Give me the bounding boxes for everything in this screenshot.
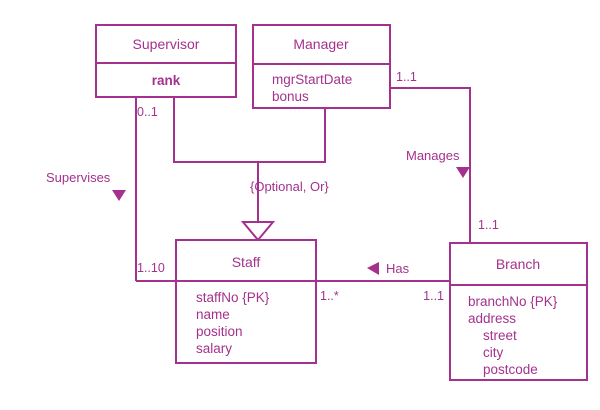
manages-target-multiplicity: 1..1 <box>478 218 499 232</box>
staff-attribute-name: name <box>196 307 230 322</box>
association-supervises[interactable]: Supervises 0..1 1..10 <box>46 97 176 282</box>
supervisor-attribute-rank: rank <box>152 73 181 88</box>
manages-label: Manages <box>406 148 460 163</box>
class-box-supervisor[interactable]: Supervisor rank <box>95 24 237 98</box>
supervises-label: Supervises <box>46 170 111 185</box>
generalization-bar <box>173 97 326 163</box>
branch-box-outline <box>449 242 588 381</box>
branch-attribute-postcode: postcode <box>483 362 538 377</box>
supervises-direction-triangle-icon <box>112 190 126 201</box>
has-direction-triangle-icon <box>367 262 379 275</box>
class-box-manager[interactable]: Manager mgrStartDate bonus <box>252 24 391 109</box>
manager-class-name: Manager <box>293 36 349 52</box>
manager-attribute-bonus: bonus <box>272 89 309 104</box>
supervisor-box-outline <box>95 24 237 98</box>
staff-class-name: Staff <box>232 254 261 270</box>
branch-attribute-address: address <box>468 311 516 326</box>
generalization-constraint-label: {Optional, Or} <box>250 179 329 194</box>
supervises-target-multiplicity: 1..10 <box>137 261 165 275</box>
staff-attribute-staffno: staffNo {PK} <box>196 290 270 305</box>
manages-source-multiplicity: 1..1 <box>396 70 417 84</box>
supervisor-class-name: Supervisor <box>133 36 200 52</box>
association-has[interactable]: Has 1..* 1..1 <box>316 261 450 303</box>
staff-attribute-salary: salary <box>196 341 232 356</box>
generalization-connector[interactable]: {Optional, Or} <box>173 97 329 242</box>
association-manages[interactable]: 1..1 Manages 1..1 <box>390 70 499 243</box>
has-target-multiplicity: 1..1 <box>423 289 444 303</box>
has-source-multiplicity: 1..* <box>320 289 339 303</box>
branch-class-name: Branch <box>496 256 540 272</box>
branch-attribute-branchno: branchNo {PK} <box>468 294 558 309</box>
supervises-source-multiplicity: 0..1 <box>137 105 158 119</box>
manager-box-outline <box>252 24 391 109</box>
class-box-staff[interactable]: Staff staffNo {PK} name position salary <box>175 239 317 364</box>
branch-attribute-street: street <box>483 328 517 343</box>
generalization-triangle-icon <box>240 221 276 242</box>
manages-direction-triangle-icon <box>456 167 470 178</box>
has-label: Has <box>386 261 410 276</box>
branch-attribute-city: city <box>483 345 504 360</box>
staff-box-outline <box>175 239 317 364</box>
manager-attribute-mgrstartdate: mgrStartDate <box>272 72 352 87</box>
class-box-branch[interactable]: Branch branchNo {PK} address street city… <box>449 242 588 381</box>
manages-line <box>390 87 471 243</box>
staff-attribute-position: position <box>196 324 243 339</box>
